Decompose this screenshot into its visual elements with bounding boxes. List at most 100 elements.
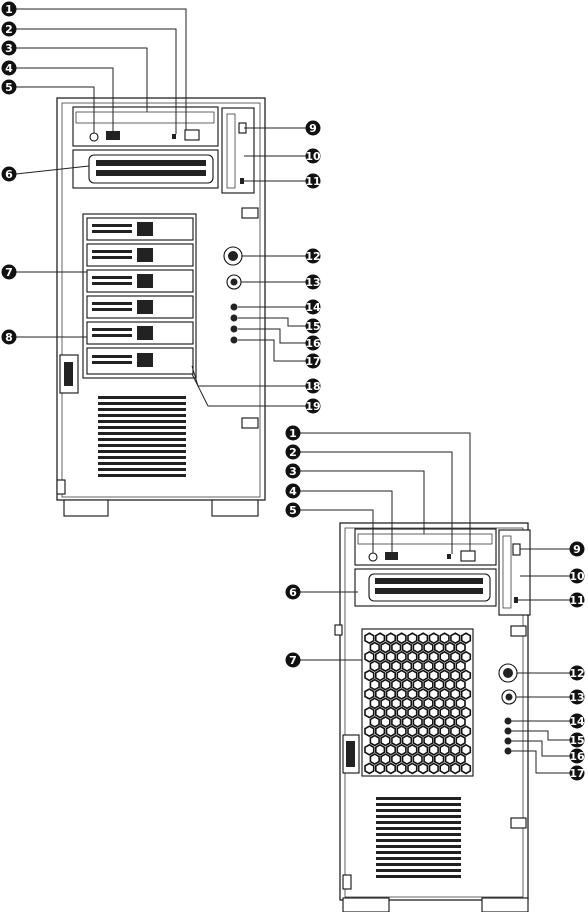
callout-number: 7 [289, 654, 297, 667]
callout-number: 18 [305, 380, 320, 393]
callout-marker: 14 [305, 300, 321, 315]
led-b-1 [505, 718, 512, 725]
callout-marker: 1 [2, 2, 17, 17]
callout-number: 13 [569, 691, 584, 704]
callout-number: 17 [569, 767, 584, 780]
eject-button-a [185, 130, 199, 140]
callout-number: 4 [289, 485, 297, 498]
callout-marker: 5 [286, 503, 301, 518]
front-view-mesh [298, 433, 572, 912]
callout-number: 4 [5, 62, 13, 75]
callout-marker: 10 [569, 569, 585, 584]
callout-marker: 12 [569, 666, 584, 681]
floppy-eject-b [513, 544, 520, 555]
callout-marker: 3 [2, 41, 17, 56]
callout-number: 10 [569, 570, 585, 583]
callout-number: 12 [569, 667, 584, 680]
callout-marker: 11 [305, 174, 320, 189]
callout-number: 15 [305, 320, 320, 333]
callout-number: 3 [289, 465, 297, 478]
callout-number: 12 [305, 250, 320, 263]
floppy-led-a [240, 178, 244, 184]
callout-marker: 14 [569, 714, 585, 729]
led-b-3 [505, 738, 512, 745]
callout-marker: 17 [305, 354, 320, 369]
callout-marker: 6 [2, 167, 17, 182]
callout-marker: 3 [286, 464, 301, 479]
callout-number: 3 [5, 42, 13, 55]
eject-button-b [461, 551, 475, 561]
callout-marker: 4 [286, 484, 301, 499]
callout-marker: 12 [305, 249, 320, 264]
callout-marker: 2 [286, 445, 301, 460]
callout-number: 10 [305, 150, 321, 163]
callout-number: 16 [305, 337, 321, 350]
callout-number: 1 [5, 3, 13, 16]
callout-number: 11 [305, 175, 320, 188]
headphone-jack-b [369, 553, 377, 561]
foot-a-right [212, 500, 258, 516]
bezel-clip-a-bottom [242, 418, 258, 428]
lower-clip-b [343, 875, 351, 889]
drive-led-a [172, 134, 176, 139]
bezel-clip-b-bottom [511, 818, 526, 828]
side-latch-b-handle [346, 741, 355, 767]
volume-control-b [385, 552, 398, 560]
foot-b-right [482, 898, 528, 912]
callout-marker: 7 [2, 265, 17, 280]
floppy-led-b [514, 597, 518, 603]
callout-number: 2 [5, 23, 13, 36]
callout-marker: 8 [2, 330, 17, 345]
bezel-clip-b-top [511, 626, 526, 636]
callout-number: 16 [569, 750, 585, 763]
led-a-4 [231, 337, 238, 344]
callout-marker: 5 [2, 80, 17, 95]
callout-marker: 2 [2, 22, 17, 37]
led-b-2 [505, 728, 512, 735]
callout-number: 7 [5, 266, 13, 279]
callout-number: 8 [5, 331, 13, 344]
drive-led-b [447, 554, 451, 559]
bay-cover-a-panel [89, 155, 213, 183]
callout-number: 13 [305, 276, 320, 289]
callout-marker: 17 [569, 766, 584, 781]
callout-marker: 13 [569, 690, 584, 705]
callout-number: 1 [289, 427, 297, 440]
callout-number: 5 [289, 504, 297, 517]
callout-number: 19 [305, 400, 320, 413]
led-a-2 [231, 315, 238, 322]
callout-number: 2 [289, 446, 297, 459]
callout-marker: 15 [305, 319, 320, 334]
led-b-4 [505, 748, 512, 755]
foot-a-left [64, 500, 108, 516]
callout-number: 9 [309, 122, 317, 135]
callout-marker: 10 [305, 149, 321, 164]
callout-marker: 11 [569, 593, 584, 608]
callout-marker: 18 [305, 379, 320, 394]
callout-marker: 15 [569, 733, 584, 748]
callout-marker: 7 [286, 653, 301, 668]
callout-marker: 9 [306, 121, 321, 136]
led-a-3 [231, 326, 238, 333]
callout-number: 17 [305, 355, 320, 368]
side-latch-a-handle [64, 362, 73, 386]
callout-marker: 9 [570, 542, 585, 557]
callout-marker: 4 [2, 61, 17, 76]
led-a-1 [231, 304, 238, 311]
callout-marker: 16 [569, 749, 585, 764]
callout-number: 6 [289, 586, 297, 599]
volume-control-a [106, 131, 120, 140]
callout-marker: 16 [305, 336, 321, 351]
callout-number: 5 [5, 81, 13, 94]
bezel-clip-a-top [242, 208, 258, 218]
lower-vents-b [376, 797, 461, 878]
callout-number: 9 [573, 543, 581, 556]
lower-clip-a [57, 480, 65, 494]
front-view-hot-swap [16, 9, 306, 516]
callout-number: 14 [305, 301, 321, 314]
callout-marker: 1 [286, 426, 301, 441]
callout-number: 6 [5, 168, 13, 181]
callout-marker: 13 [305, 275, 320, 290]
callout-number: 14 [569, 715, 585, 728]
